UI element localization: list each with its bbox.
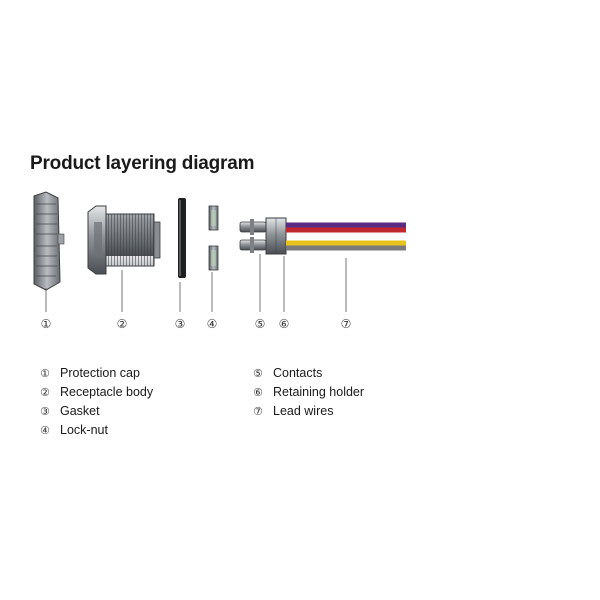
callout-1: ① <box>40 317 52 331</box>
leader-lines <box>45 254 347 312</box>
protection-cap <box>33 191 65 291</box>
callout-7: ⑦ <box>340 317 352 331</box>
callout-6: ⑥ <box>278 317 290 331</box>
legend-label: Receptacle body <box>60 385 154 399</box>
legend-label: Lock-nut <box>60 423 108 437</box>
contacts <box>239 219 267 253</box>
legend-item: ⑦ Lead wires <box>253 404 333 418</box>
callout-2: ② <box>116 317 128 331</box>
gasket <box>178 198 186 278</box>
lead-wire <box>286 227 406 233</box>
lead-wire <box>286 240 406 246</box>
legend-number: ⑦ <box>253 405 263 418</box>
retaining-holder <box>265 217 287 255</box>
legend-label: Gasket <box>60 404 100 418</box>
legend-item: ④ Lock-nut <box>40 423 108 437</box>
receptacle-body <box>87 205 161 275</box>
legend-number: ② <box>40 386 50 399</box>
legend-number: ③ <box>40 405 50 418</box>
legend-item: ① Protection cap <box>40 366 140 380</box>
callout-4: ④ <box>206 317 218 331</box>
legend-label: Retaining holder <box>273 385 365 399</box>
legend-number: ⑥ <box>253 386 263 399</box>
callout-3: ③ <box>174 317 186 331</box>
legend-item: ⑤ Contacts <box>253 366 322 380</box>
lock-nut <box>208 205 219 271</box>
legend-label: Lead wires <box>273 404 334 418</box>
legend-item: ② Receptacle body <box>40 385 153 399</box>
legend-number: ① <box>40 367 50 380</box>
legend-item: ⑥ Retaining holder <box>253 385 364 399</box>
legend-label: Contacts <box>273 366 323 380</box>
diagram-title: Product layering diagram <box>30 153 255 174</box>
legend-number: ④ <box>40 424 50 437</box>
legend-number: ⑤ <box>253 367 263 380</box>
lead-wires <box>286 222 406 251</box>
legend-item: ③ Gasket <box>40 404 100 418</box>
callout-5: ⑤ <box>254 317 266 331</box>
lead-wire <box>286 245 406 251</box>
legend-label: Protection cap <box>60 366 140 380</box>
lead-wire <box>286 222 406 228</box>
